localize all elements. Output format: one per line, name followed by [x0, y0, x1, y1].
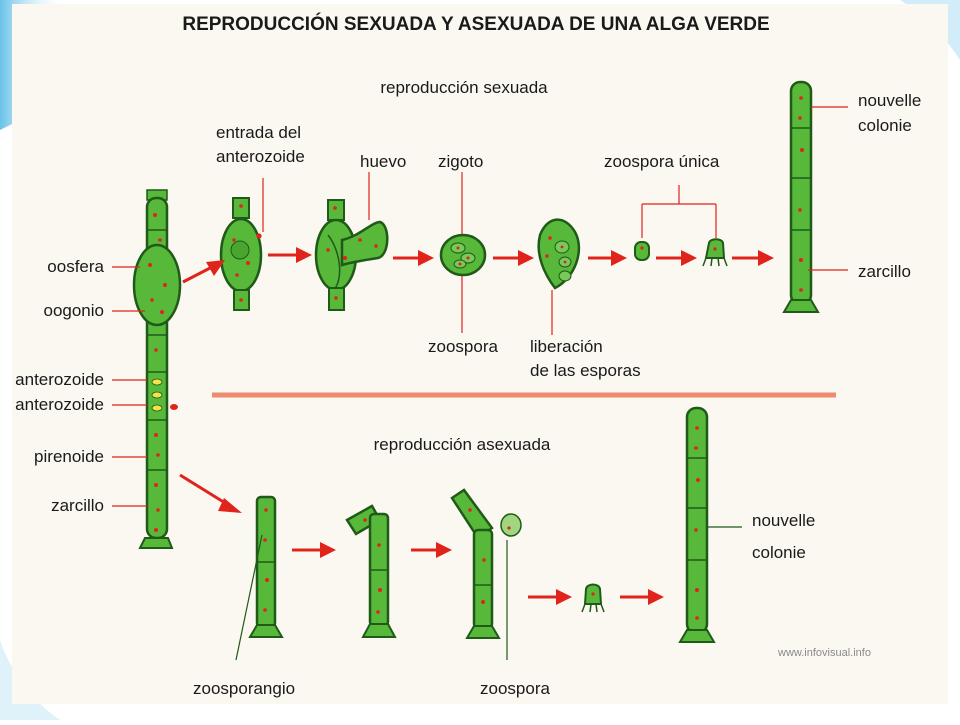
- stage-zoosporangium: [248, 495, 284, 638]
- stage-single-zoospore: [634, 238, 728, 267]
- arrow-to-single-zoospore: [588, 250, 627, 266]
- label-zoospora-asexual: zoospora: [480, 679, 550, 698]
- bracket-zoospora-unica: [641, 185, 717, 238]
- stage-new-colony-asexual: [678, 406, 716, 643]
- label-nouvelle-bottom-line2: colonie: [752, 543, 806, 562]
- label-nouvelle-top-line2: colonie: [858, 116, 912, 135]
- arrow-to-open: [411, 542, 452, 558]
- label-oosfera: oosfera: [47, 257, 104, 276]
- arrow-to-colony-bottom: [620, 589, 664, 605]
- label-entrada-line2: anterozoide: [216, 147, 305, 166]
- arrow-zoospore-settle: [656, 250, 697, 266]
- label-nouvelle-top-line1: nouvelle: [858, 91, 921, 110]
- arrow-to-release: [493, 250, 534, 266]
- stage-new-colony-sexual: [782, 80, 820, 313]
- left-leader-lines: [112, 266, 147, 507]
- label-zoospora-unica: zoospora única: [604, 152, 720, 171]
- label-zoosporangio: zoosporangio: [193, 679, 295, 698]
- leader-zoosporangio: [235, 534, 263, 661]
- stage-anterozoid-entry: [219, 197, 263, 311]
- stage-egg: [314, 199, 389, 311]
- label-liberacion-line1: liberación: [530, 337, 603, 356]
- watermark: www.infovisual.info: [777, 647, 871, 659]
- stage-open-filament: [450, 488, 522, 639]
- label-anterozoide-2: anterozoide: [15, 395, 104, 414]
- label-huevo: huevo: [360, 152, 406, 171]
- arrow-to-colony-top: [732, 250, 774, 266]
- arrow-to-settled: [528, 589, 572, 605]
- main-filament: [132, 189, 182, 549]
- label-oogonio: oogonio: [43, 301, 104, 320]
- stage-bending-filament: [345, 504, 397, 638]
- label-pirenoide: pirenoide: [34, 447, 104, 466]
- oogonium-swelling: [132, 243, 182, 327]
- label-zigoto: zigoto: [438, 152, 483, 171]
- arrow-to-entry: [182, 260, 225, 284]
- arrow-to-egg: [268, 247, 312, 263]
- arrow-to-zoosporangium: [179, 473, 242, 513]
- label-nouvelle-bottom-line1: nouvelle: [752, 511, 815, 530]
- section-sexual-title: reproducción sexuada: [380, 78, 548, 97]
- label-zoospora-sexual: zoospora: [428, 337, 498, 356]
- stage-zygote: [439, 233, 487, 277]
- diagram-title: REPRODUCCIÓN SEXUADA Y ASEXUADA DE UNA A…: [182, 13, 769, 35]
- arrow-to-bend: [292, 542, 336, 558]
- label-zarcillo-left: zarcillo: [51, 496, 104, 515]
- label-liberacion-line2: de las esporas: [530, 361, 641, 380]
- label-zarcillo-right: zarcillo: [858, 262, 911, 281]
- label-anterozoide-1: anterozoide: [15, 370, 104, 389]
- stage-spore-release: [537, 218, 581, 290]
- section-asexual-title: reproducción asexuada: [374, 435, 551, 454]
- arrow-to-zygote: [393, 250, 434, 266]
- label-entrada-line1: entrada del: [216, 123, 301, 142]
- process-arrows: [179, 247, 774, 605]
- stage-settled-zoospore: [581, 583, 605, 613]
